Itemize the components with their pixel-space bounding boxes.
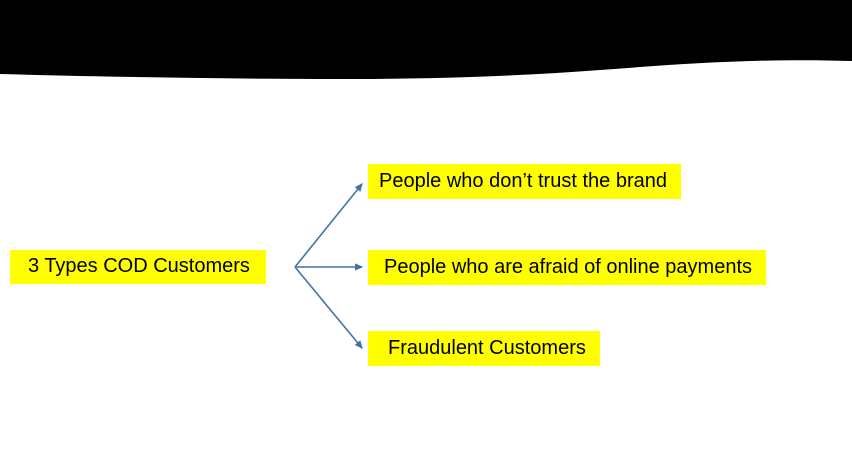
top-black-banner — [0, 0, 852, 79]
target-node-label: People who are afraid of online payments — [384, 255, 753, 278]
target-node-fraudulent: Fraudulent Customers — [368, 331, 600, 366]
target-node-label: Fraudulent Customers — [388, 336, 586, 359]
arrow-to-target-0 — [294, 183, 363, 268]
source-node: 3 Types COD Customers — [10, 250, 266, 284]
arrow-to-target-2 — [294, 266, 363, 349]
target-node-payment-fear: People who are afraid of online payments — [368, 250, 767, 285]
source-node-label: 3 Types COD Customers — [28, 255, 250, 277]
target-node-brand-trust: People who don’t trust the brand — [368, 164, 681, 199]
target-node-label: People who don’t trust the brand — [379, 169, 667, 192]
